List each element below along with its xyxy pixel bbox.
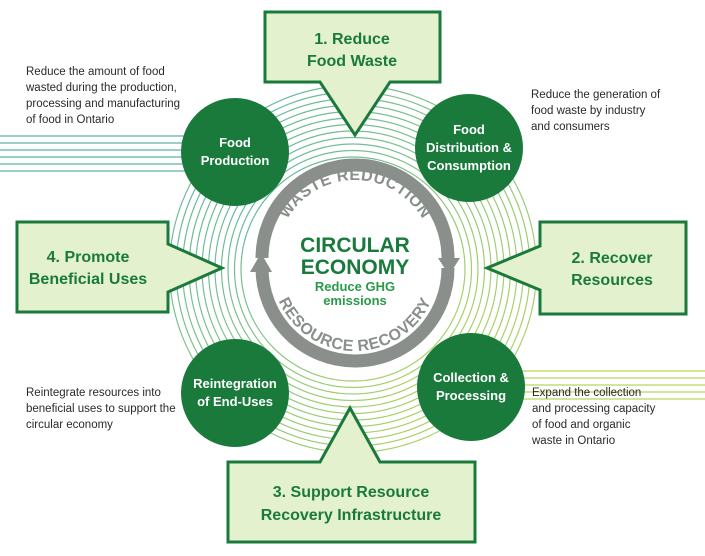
stage-food-production: Food Production <box>181 98 289 206</box>
stage-reintegration: Reintegration of End-Uses <box>181 339 289 447</box>
stripe-lines-left-top <box>0 135 215 172</box>
callout-line2: Beneficial Uses <box>29 271 147 288</box>
note-bottom-left: Reintegrate resources into beneficial us… <box>26 387 176 431</box>
note-bottom-right: Expand the collection and processing cap… <box>532 387 656 447</box>
callout-line2: Recovery Infrastructure <box>261 507 442 524</box>
callout-reduce-food-waste: 1. Reduce Food Waste <box>263 10 442 138</box>
callout-line1: 3. Support Resource <box>273 484 430 501</box>
callout-recover-resources: 2. Recover Resources <box>483 220 688 316</box>
note-top-right: Reduce the generation of food waste by i… <box>531 89 661 133</box>
stage-food-distribution: Food Distribution & Consumption <box>415 94 523 202</box>
callout-support-infrastructure: 3. Support Resource Recovery Infrastruct… <box>226 404 477 544</box>
arrow-head-right-icon <box>438 258 460 275</box>
stage-label-line2: Production <box>201 153 270 168</box>
stage-label-line1: Food <box>219 135 251 150</box>
stripe-lines-right-bottom <box>495 370 705 400</box>
callout-line2: Resources <box>571 272 653 289</box>
callout-line1: 4. Promote <box>47 249 130 266</box>
note-top-left: Reduce the amount of food wasted during … <box>26 66 181 126</box>
ring <box>233 149 473 389</box>
arrow-head-left-icon <box>250 253 272 272</box>
stage-label-line2: Distribution & <box>426 140 512 155</box>
ring <box>227 143 479 395</box>
callout-line1: 1. Reduce <box>314 31 390 48</box>
stage-collection-processing: Collection & Processing <box>417 333 525 441</box>
callout-promote-uses: 4. Promote Beneficial Uses <box>15 220 226 314</box>
ring <box>240 156 466 382</box>
stage-label-line1: Collection & <box>433 370 509 385</box>
stage-label-line2: Processing <box>436 388 506 403</box>
center-title-line1: CIRCULAR <box>300 234 410 257</box>
center-title-line2: ECONOMY <box>301 256 410 279</box>
callout-line1: 2. Recover <box>572 250 653 267</box>
stage-label-line2: of End-Uses <box>197 394 273 409</box>
center-subtitle-line2: emissions <box>323 293 387 308</box>
center-cycle-arrows <box>250 158 460 368</box>
callout-line2: Food Waste <box>307 53 397 70</box>
stage-label-line3: Consumption <box>427 158 511 173</box>
center-subtitle-line1: Reduce GHG <box>315 279 395 294</box>
stage-label-line1: Reintegration <box>193 376 277 391</box>
stage-label-line1: Food <box>453 122 485 137</box>
